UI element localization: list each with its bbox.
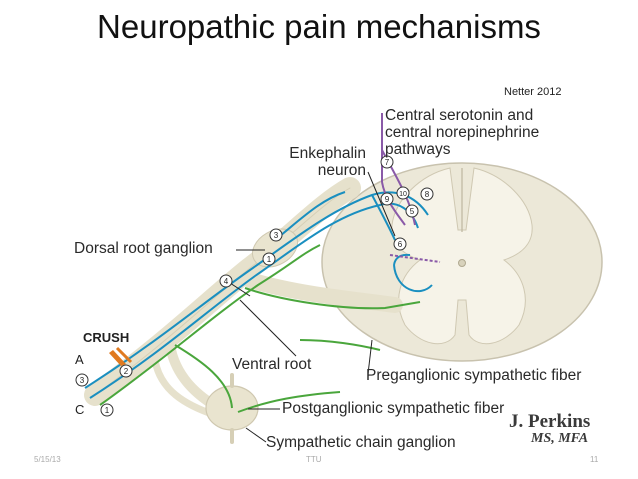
- marker-9: 9: [380, 192, 394, 206]
- ventral-root-label: Ventral root: [232, 356, 312, 373]
- marker-label: 4: [224, 277, 229, 286]
- marker-6: 6: [393, 237, 407, 251]
- enkephalin-label: Enkephalin neuron: [252, 145, 366, 179]
- marker-2: 2: [119, 364, 133, 378]
- artist-signature: J. Perkins MS, MFA: [509, 412, 590, 446]
- slide-title: Neuropathic pain mechanisms: [97, 8, 541, 45]
- marker-label: 9: [385, 195, 390, 204]
- central-line-2: central norepinephrine: [385, 124, 540, 141]
- marker-label: 1: [105, 406, 110, 415]
- preganglionic-label: Preganglionic sympathetic fiber: [366, 367, 582, 384]
- marker-8: 8: [420, 187, 434, 201]
- marker-label: 2: [124, 367, 129, 376]
- marker-4: 4: [219, 274, 233, 288]
- marker-label: 3: [274, 231, 279, 240]
- marker-label: 5: [410, 207, 415, 216]
- marker-label: 7: [385, 158, 390, 167]
- crush-marker: [109, 346, 133, 366]
- fiber-c-label: C: [75, 402, 85, 417]
- central-pathways-label: Central serotonin and central norepineph…: [385, 107, 539, 158]
- enkephalin-line-2: neuron: [317, 162, 366, 179]
- footer-center: TTU: [306, 455, 322, 464]
- crush-label: CRUSH: [83, 330, 130, 345]
- fiber-a-label: A: [75, 352, 84, 367]
- marker-label: 3: [80, 376, 85, 385]
- marker-7: 7: [380, 155, 394, 169]
- marker-label: 8: [425, 190, 430, 199]
- marker-1-peripheral: 1: [100, 403, 114, 417]
- signature-name: J. Perkins: [509, 411, 591, 432]
- leader-lines: [229, 171, 396, 443]
- numbered-markers: 1 2 3 4 5 6 7 8 9 10 3 1: [75, 155, 434, 417]
- marker-1: 1: [262, 252, 276, 266]
- signature-degree: MS, MFA: [531, 431, 589, 446]
- postganglionic-label: Postganglionic sympathetic fiber: [282, 400, 505, 417]
- central-line-3: pathways: [385, 141, 451, 158]
- citation: Netter 2012: [504, 86, 562, 98]
- footer-date: 5/15/13: [34, 455, 61, 464]
- nerve-trunks: [84, 177, 403, 444]
- marker-label: 1: [267, 255, 272, 264]
- marker-10: 10: [396, 186, 410, 200]
- marker-5: 5: [405, 204, 419, 218]
- spinal-cord: [321, 162, 603, 362]
- marker-3-peripheral: 3: [75, 373, 89, 387]
- central-line-1: Central serotonin and: [385, 107, 534, 124]
- footer-page: 11: [590, 455, 599, 464]
- chain-ganglion-label: Sympathetic chain ganglion: [266, 434, 456, 451]
- marker-3: 3: [269, 228, 283, 242]
- drg-label: Dorsal root ganglion: [74, 240, 213, 257]
- enkephalin-line-1: Enkephalin: [289, 145, 366, 162]
- marker-label: 10: [399, 191, 407, 198]
- marker-label: 6: [398, 240, 403, 249]
- sensory-fiber-c: [99, 244, 421, 413]
